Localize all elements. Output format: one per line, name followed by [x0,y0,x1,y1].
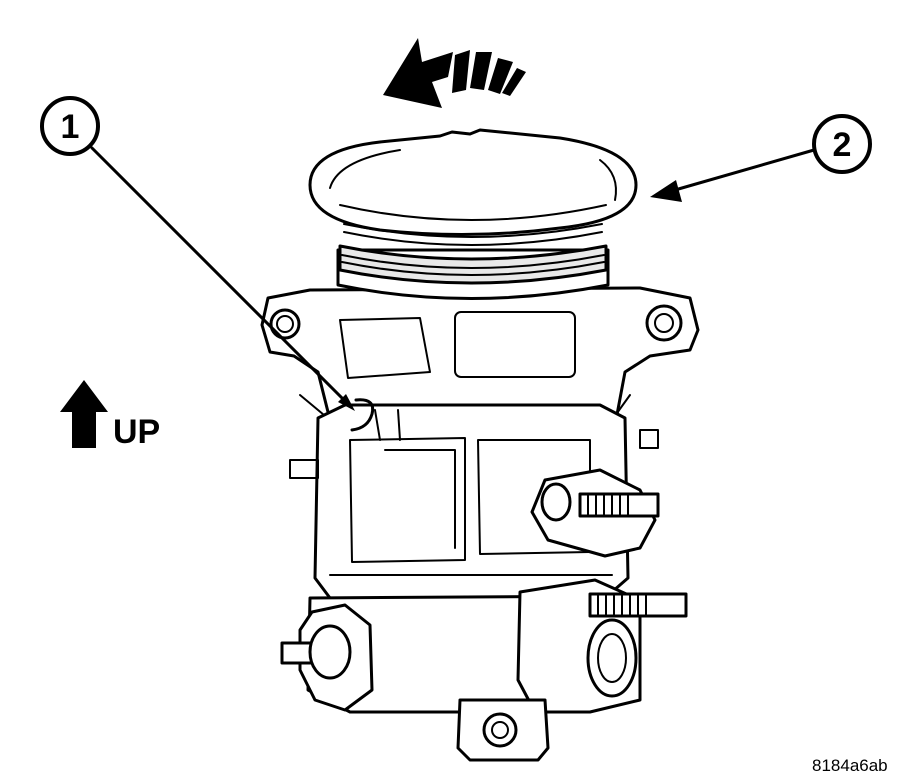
up-indicator: UP [60,380,160,451]
callout-1-label: 1 [61,108,80,146]
stud-bolt-upper [578,492,660,518]
callout-2: 2 [812,114,872,174]
leader-line-1 [90,146,375,432]
figure-reference-id: 8184a6ab [812,756,888,775]
callout-1: 1 [40,96,100,156]
compressor-body [260,286,700,762]
up-arrow-icon [60,380,108,448]
stud-bolt-lower [588,592,688,618]
up-label: UP [113,413,160,451]
leader-arrow-2 [650,148,816,202]
rotation-direction-arrow-icon [383,38,526,108]
callout-2-label: 2 [833,126,852,164]
clutch-pulley [308,128,638,300]
